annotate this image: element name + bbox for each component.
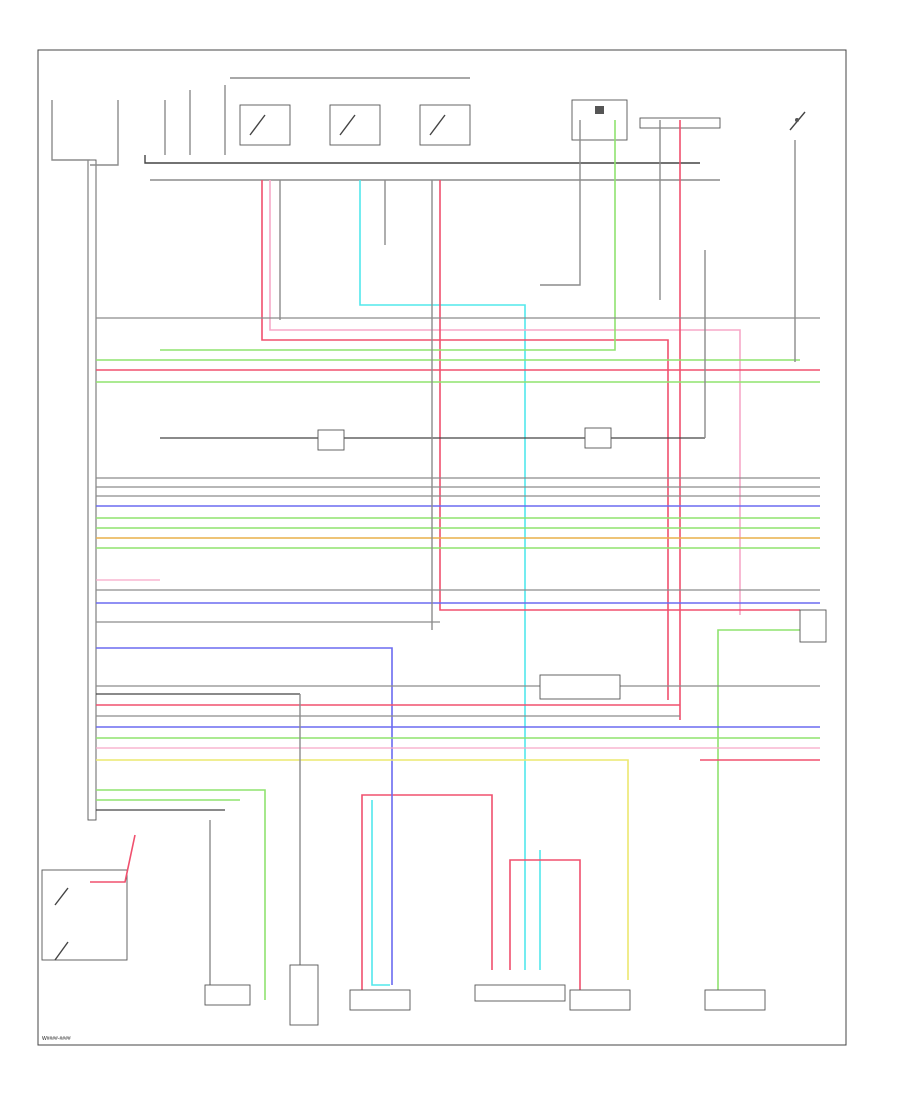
green-harness-b <box>717 629 800 1000</box>
red-harness-c <box>439 180 800 611</box>
cyan-harness-2 <box>371 800 390 986</box>
diagram-frame <box>37 49 847 1046</box>
horizontal-bus <box>96 317 820 811</box>
green-harness-c <box>96 789 266 1000</box>
blue-harness <box>96 647 393 985</box>
footer-code: W####-#### <box>42 1036 71 1042</box>
green-harness-a <box>160 120 616 351</box>
top-fuse-relay-block <box>51 77 720 181</box>
red-harness-a <box>261 180 669 700</box>
yellow-harness <box>96 759 629 980</box>
gray-verticals <box>209 120 796 1000</box>
pink-harness-b <box>269 180 741 615</box>
top-right-modules <box>571 99 806 141</box>
red-harness-e <box>361 794 493 1000</box>
bottom-left-switch <box>41 834 136 961</box>
cyan-harness <box>359 180 526 970</box>
mid-components <box>317 427 621 700</box>
red-harness-f <box>509 859 581 1000</box>
left-connector-strip <box>87 159 97 821</box>
right-components <box>799 609 827 643</box>
bottom-modules <box>204 964 766 1026</box>
